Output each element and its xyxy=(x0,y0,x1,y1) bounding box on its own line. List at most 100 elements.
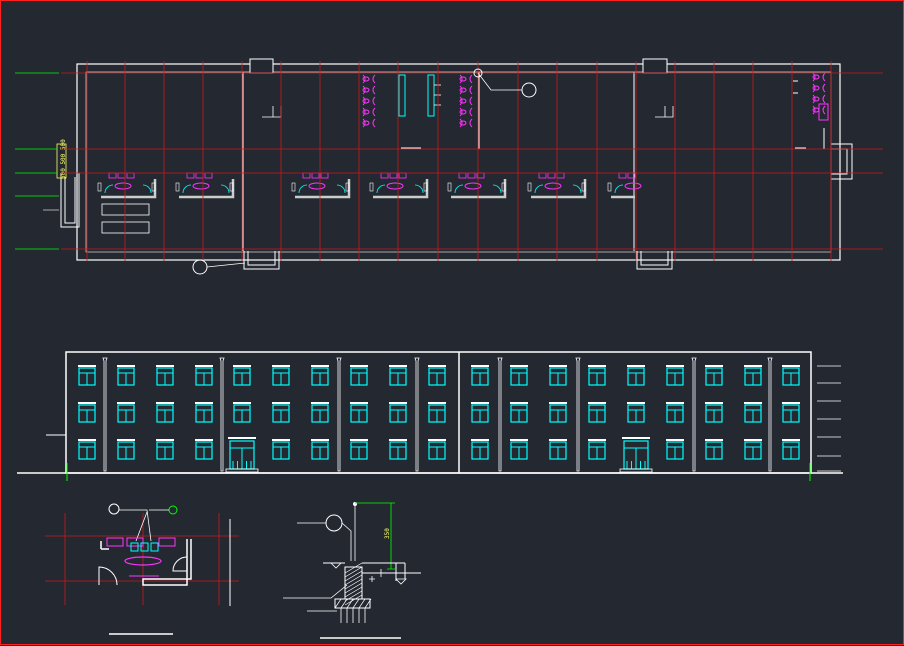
plan-furniture xyxy=(101,221,150,234)
plan-door-leaf xyxy=(229,182,234,192)
elevation-entrance-canopy xyxy=(228,437,256,439)
elevation-window-head xyxy=(588,402,606,404)
plan-stair-box-left xyxy=(249,58,274,74)
plan-door-leaf xyxy=(97,182,102,192)
detail-axis-bubble xyxy=(168,505,178,515)
plan-axis-bubble xyxy=(521,82,537,98)
elevation-window-head xyxy=(272,365,290,367)
plan-axis-grid xyxy=(61,61,883,261)
elevation-window-head xyxy=(782,402,800,404)
elevation-downpipe xyxy=(219,357,225,472)
elevation-window-head xyxy=(233,365,251,367)
plan-fixture-bowl xyxy=(459,87,467,93)
section-footing-hatch xyxy=(346,598,354,609)
plan-fixture-bowl xyxy=(459,98,467,104)
plan-fixture-bowl xyxy=(812,96,820,102)
plan-fixture-tank xyxy=(204,172,213,179)
elevation-window-head xyxy=(471,439,489,441)
elevation-windows xyxy=(78,365,800,473)
section-cross xyxy=(369,569,385,582)
elevation-downpipe xyxy=(691,357,697,472)
elevation-window-head xyxy=(156,439,174,441)
plan-door-leaf xyxy=(501,182,506,192)
plan-fixture-tank xyxy=(380,172,389,179)
elevation-window-head xyxy=(350,402,368,404)
plan-urinal xyxy=(459,74,473,84)
section-level-mark xyxy=(330,562,342,569)
elevation-downpipe xyxy=(497,357,503,472)
elevation-window-head xyxy=(705,402,723,404)
elevation-window-head xyxy=(428,402,446,404)
plan-urinal xyxy=(812,105,826,115)
plan-door-swing xyxy=(454,184,464,194)
plan-stair-symbol xyxy=(655,106,674,118)
section-footing-hatch xyxy=(358,598,366,609)
plan-door-leaf xyxy=(151,182,156,192)
plan-fixture-box xyxy=(818,103,829,121)
plan-urinal xyxy=(459,85,473,95)
plan-fixture-tank xyxy=(195,172,204,179)
plan-door-swing xyxy=(614,184,624,194)
elevation-window-head xyxy=(428,365,446,367)
plan-washbasin xyxy=(544,182,562,190)
elevation-downpipe xyxy=(102,357,108,472)
plan-fixture-bowl xyxy=(459,109,467,115)
elevation-window-head xyxy=(666,402,684,404)
elevation-downpipe xyxy=(414,357,420,472)
detail-door-swing xyxy=(98,566,118,586)
plan-door-swing xyxy=(376,184,386,194)
plan-urinal xyxy=(362,107,376,117)
plan-inner-wall xyxy=(85,71,832,253)
plan-stair-symbol xyxy=(262,106,282,118)
detail-washbasin xyxy=(124,556,162,566)
elevation-window-head xyxy=(389,439,407,441)
elevation-window-head xyxy=(195,402,213,404)
plan-washbasin xyxy=(464,182,482,190)
plan-fixture-tank xyxy=(556,172,565,179)
plan-door-swing xyxy=(182,184,192,194)
detail-fixtures xyxy=(106,537,176,577)
plan-door-swing xyxy=(414,184,424,194)
plan-door-swing xyxy=(336,184,346,194)
elevation-window-head xyxy=(78,402,96,404)
plan-urinal xyxy=(362,96,376,106)
elevation-downpipe xyxy=(336,357,342,472)
detail-fixture-tank xyxy=(106,537,124,547)
elevation-window-head xyxy=(549,402,567,404)
plan-door-swing xyxy=(298,184,308,194)
plan-washbasin xyxy=(308,182,326,190)
plan-urinal xyxy=(812,83,826,93)
plan-fixture-tank xyxy=(320,172,329,179)
elevation-level-marks xyxy=(817,365,841,472)
elevation-window-head xyxy=(744,365,762,367)
elevation-window-head xyxy=(156,365,174,367)
plan-fixture-tank xyxy=(117,172,126,179)
plan-fixture-tank xyxy=(389,172,398,179)
plan-door-leaf xyxy=(607,182,612,192)
plan-washbasin xyxy=(386,182,404,190)
detail-fixture-seat xyxy=(150,542,159,552)
elevation-window-head xyxy=(627,402,645,404)
elevation-window-head xyxy=(428,439,446,441)
elevation-window-head xyxy=(782,439,800,441)
detail-fixture-seat xyxy=(140,542,149,552)
plan-cyan-fixture xyxy=(398,74,406,117)
elevation-window-head xyxy=(666,365,684,367)
elevation-window-head xyxy=(117,402,135,404)
plan-urinal xyxy=(459,118,473,128)
plan-door-leaf xyxy=(345,182,350,192)
plan-urinal xyxy=(362,118,376,128)
plan-fixture-tank xyxy=(467,172,476,179)
plan-left-leaders xyxy=(15,72,59,250)
elevation-window-head xyxy=(311,365,329,367)
plan-entrance-left xyxy=(243,251,280,270)
plan-urinal xyxy=(812,72,826,82)
elevation-window-head xyxy=(744,439,762,441)
plan-urinal xyxy=(812,94,826,104)
section-axis-bubble xyxy=(325,514,343,532)
section-footing-hatch xyxy=(340,598,348,609)
plan-fixture-tank xyxy=(398,172,407,179)
plan-door-swing xyxy=(142,184,152,194)
detail-wall xyxy=(100,539,192,586)
